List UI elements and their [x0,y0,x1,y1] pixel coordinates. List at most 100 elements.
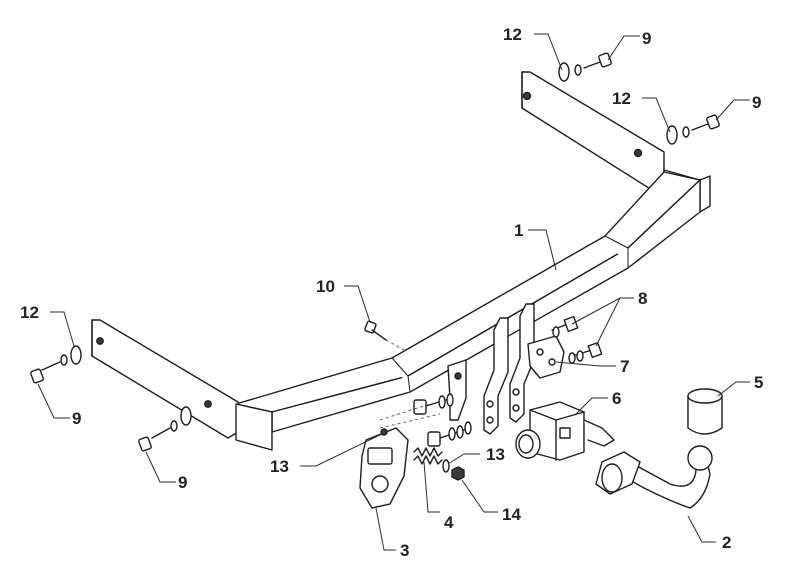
right-arm-nut-2 [633,148,643,158]
bracket-bolts [551,315,603,364]
leader-7 [555,361,616,367]
washer-left-lower [180,406,192,426]
side-plate-hole [536,348,544,356]
socket-lid [583,419,615,447]
leader-9a [607,35,640,61]
leader-9d [145,451,176,483]
crossbar-tube-top [235,171,701,413]
washer-12-left [70,345,82,365]
leader-13b [447,453,480,465]
bolt-9-top-head [598,52,612,68]
callout-6: 6 [612,389,621,408]
ball-cover-5 [687,388,723,435]
callout-8: 8 [638,289,647,308]
leader-9c [37,383,70,419]
spring-coils [413,447,443,457]
bracket-hole-2 [486,416,494,424]
tube-bend-line-left [391,357,411,393]
towbar-main-frame [91,71,711,451]
washer-b2 [456,425,464,439]
crossbar-tube-front [271,179,701,433]
left-fastener-set-2 [138,406,192,452]
socket-cap-inner [518,434,534,454]
nut-14 [451,466,465,481]
leader-8a [571,297,634,325]
socket-plate-body [359,427,409,509]
left-fastener-set-1 [30,345,82,384]
callout-13: 13 [486,445,505,464]
leader-10 [344,285,371,323]
bolt-9-left-shaft [41,361,61,371]
washer-b3 [464,421,472,435]
washer-nut-set [442,459,465,481]
right-arm-nut [522,91,532,101]
callout-3: 3 [400,541,409,560]
spring-4 [413,447,443,465]
callout-9: 9 [178,473,187,492]
right-side-arm [521,71,665,191]
socket-plate-window [367,447,393,465]
callout-9: 9 [642,29,651,48]
left-side-arm [91,319,239,439]
spring-coils-2 [413,455,443,465]
side-plate [527,335,565,379]
callout-13: 13 [270,457,289,476]
leader-2 [687,515,716,543]
bolt-9-left-head [30,368,44,384]
spring-washer-top [574,64,582,76]
towball-end [601,463,623,493]
towball-head [687,445,713,471]
socket-plate-hole [371,475,389,493]
washer-8a [552,326,560,338]
side-plate-hole-2 [548,358,556,366]
leader-5 [717,381,750,397]
callout-7: 7 [620,357,629,376]
washer-8b [568,352,576,364]
inner-bracket [447,359,467,421]
bolt-10 [364,320,405,351]
top-fastener-set-2 [666,114,720,145]
bracket-hole-3 [512,388,520,396]
leader-9b [715,99,750,121]
washer-b1 [448,427,456,441]
callout-12: 12 [612,89,631,108]
bolt-9-top-shaft [583,61,601,69]
leader-13a [300,433,383,467]
bolt-head-4 [427,431,441,447]
leader-12b [642,97,671,133]
bracket-hole-4 [512,404,520,412]
electrical-socket [515,401,615,461]
towball-neck [611,449,711,509]
socket-plate-nut [380,428,388,436]
leader-12a [534,33,563,71]
tow-ball-2 [595,445,713,509]
callout-labels: 12 9 12 9 1 10 12 9 9 8 5 7 6 13 13 4 14… [20,25,763,560]
leader-14 [461,479,498,513]
tube-bend-line-right [604,235,629,269]
bolt-9-lower-head [138,436,152,452]
washer-13-lower [442,459,450,473]
bolt-9-mid-head [706,114,720,130]
leader-1 [528,229,557,271]
leader-4 [423,461,440,513]
callout-12: 12 [20,303,39,322]
spring-washer-mid [682,126,690,138]
bolt-head-2 [587,341,603,359]
spring-washer-left [60,354,68,366]
washer-8c [576,350,584,362]
spring-washer-left-lower [170,420,178,432]
callout-14: 14 [502,505,521,524]
callout-9: 9 [72,409,81,428]
callout-4: 4 [444,513,454,532]
bolt-9-lower-shaft [151,427,171,439]
callout-2: 2 [722,533,731,552]
socket-plate [359,427,409,509]
assembly-line-2 [379,413,441,429]
washer-a2 [446,393,454,407]
mounting-bracket [447,303,565,435]
bolt-10-assembly-line [385,339,405,351]
bracket-hole-1 [486,400,494,408]
leader-6 [575,397,608,415]
